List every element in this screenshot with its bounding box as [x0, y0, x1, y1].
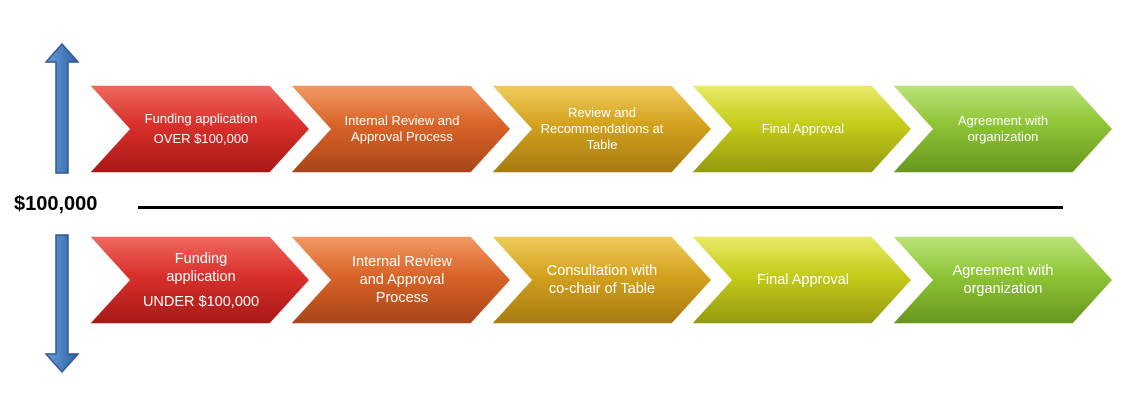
- step-label-agreement-under: Agreement with organization: [952, 263, 1054, 297]
- chevron-step-4-top: [689, 84, 914, 174]
- step-label-funding-under: Funding application UNDER $100,000: [142, 250, 260, 310]
- chevron-step-3-top: [489, 84, 714, 174]
- chevron-step-1-top: [87, 84, 312, 174]
- step-label-review-recommendations: Review and Recommendations at Table: [540, 105, 664, 152]
- chevron-step-3-bottom: [489, 235, 714, 325]
- chevron-step-5-top: [890, 84, 1115, 174]
- step-label-internal-review-under: Internal Review and Approval Process: [352, 254, 452, 306]
- down-arrow-icon: [44, 234, 80, 374]
- threshold-label: $100,000: [14, 193, 98, 215]
- step-label-final-approval-over: Final Approval: [761, 121, 845, 136]
- step-label-agreement-over: Agreement with organization: [957, 113, 1049, 144]
- step-label-final-approval-under: Final Approval: [757, 272, 849, 288]
- step-label-internal-review-over: Internal Review and Approval Process: [344, 113, 460, 144]
- top-row: [87, 84, 1115, 174]
- chevron-step-4-bottom: [689, 235, 914, 325]
- threshold-divider-line: [138, 206, 1063, 209]
- step-label-funding-over: Funding application OVER $100,000: [144, 111, 258, 146]
- chevron-step-2-bottom: [288, 235, 513, 325]
- chevron-step-5-bottom: [890, 235, 1115, 325]
- chevron-step-1-bottom: [87, 235, 312, 325]
- bottom-row: [87, 235, 1115, 325]
- chevron-step-2-top: [288, 84, 513, 174]
- up-arrow-icon: [44, 42, 80, 174]
- step-label-consultation: Consultation with co-chair of Table: [546, 263, 658, 297]
